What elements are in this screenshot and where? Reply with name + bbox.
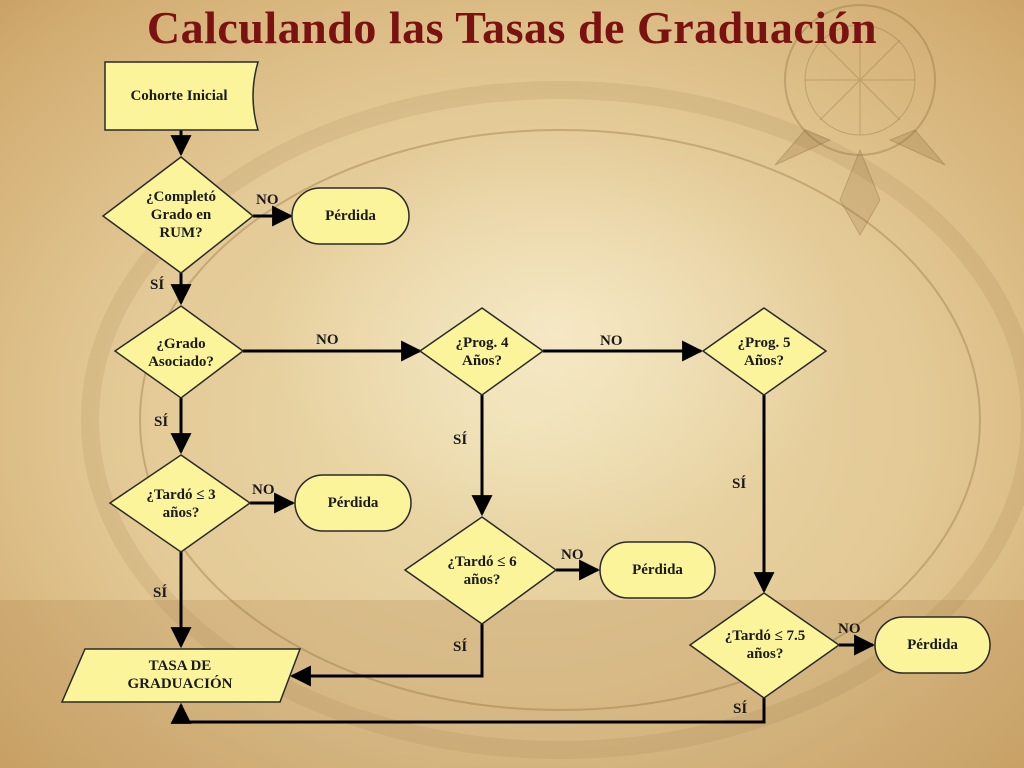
loss-3-node [599, 541, 716, 599]
edge-label-completed-si: SÍ [150, 277, 165, 293]
page-title: Calculando las Tasas de Graduación [146, 2, 878, 53]
edge-label-prog4-si: SÍ [453, 432, 468, 448]
edge-label-completed-no: NO [256, 192, 279, 208]
completed-degree-diamond [101, 156, 255, 274]
edge-label-took3-no: NO [252, 482, 275, 498]
loss-2-label: Pérdida [327, 495, 379, 511]
took75-label: ¿Tardó ≤ 7.5 años? [724, 628, 806, 662]
took3-label: ¿Tardó ≤ 3 años? [146, 487, 216, 521]
prog4-diamond [418, 307, 545, 396]
edge-took75-si [170, 698, 766, 724]
loss-4-label: Pérdida [907, 637, 958, 653]
cohort-label: Cohorte Inicial [130, 88, 228, 104]
prog5-label: ¿Prog. 5 Años? [737, 335, 791, 369]
associate-degree-label: ¿Grado Asociado? [148, 336, 214, 370]
prog4-label: ¿Prog. 4 Años? [455, 335, 509, 369]
edge-label-prog4-no: NO [600, 333, 623, 349]
loss-2-node [294, 474, 412, 532]
loss-1-label: Pérdida [325, 208, 376, 224]
took6-label: ¿Tardó ≤ 6 años? [447, 554, 517, 588]
loss-4-node [874, 616, 991, 674]
took6-diamond [403, 516, 558, 625]
loss-1-node [291, 187, 410, 245]
completed-degree-label: ¿Completó Grado en RUM? [146, 189, 216, 241]
edge-label-associate-si: SÍ [154, 414, 169, 430]
prog5-diamond [701, 307, 828, 396]
graduation-rate-label: TASA DE GRADUACIÓN [127, 658, 233, 692]
associate-degree-diamond [113, 305, 245, 399]
edge-label-took6-no: NO [561, 547, 584, 563]
edge-label-took3-si: SÍ [153, 585, 168, 601]
took3-diamond [108, 454, 252, 553]
edge-label-took75-si: SÍ [733, 701, 748, 717]
took75-diamond [688, 592, 841, 699]
loss-3-label: Pérdida [632, 562, 683, 578]
edge-label-took75-no: NO [838, 621, 861, 637]
edge-label-took6-si: SÍ [453, 639, 468, 655]
graduation-rate-node [60, 648, 302, 703]
edge-label-prog5-si: SÍ [732, 476, 747, 492]
edge-label-associate-no: NO [316, 332, 339, 348]
cohort-node [104, 61, 260, 131]
edge-took6-si [289, 624, 484, 687]
